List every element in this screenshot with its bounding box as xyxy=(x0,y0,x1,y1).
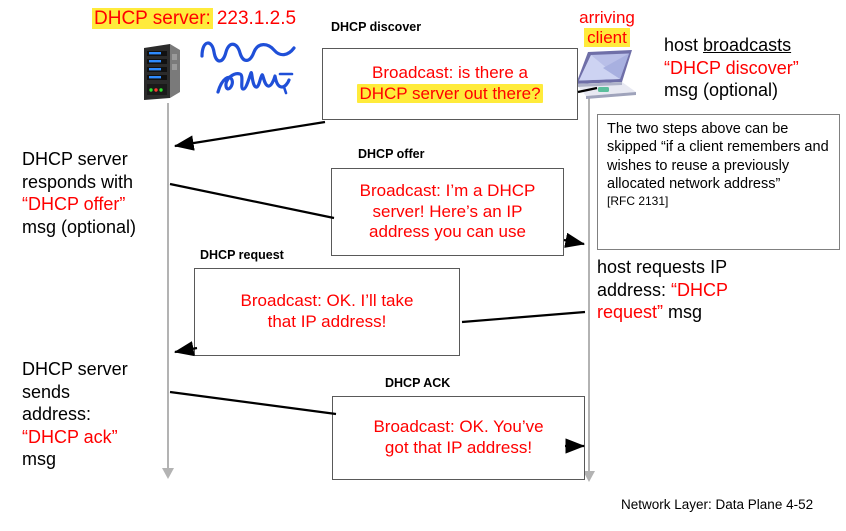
host-note-line1a: host xyxy=(664,35,704,55)
arrow-discover xyxy=(173,120,326,151)
server-tower-icon xyxy=(140,42,186,104)
hostreq-line1: host requests IP xyxy=(597,257,728,277)
message-box-dhcp-discover: Broadcast: is there a DHCP server out th… xyxy=(322,48,578,120)
arriving-client-line1: arriving xyxy=(579,8,635,27)
offer-body-line1: Broadcast: I’m a DHCP xyxy=(359,180,536,200)
message-box-dhcp-ack: Broadcast: OK. You’ve got that IP addres… xyxy=(332,396,585,480)
offer-note-line3: “DHCP offer” xyxy=(22,194,126,214)
arrow-offer-left xyxy=(169,182,335,220)
discover-body-line2: DHCP server out there? xyxy=(357,84,543,103)
label-dhcp-offer: DHCP offer xyxy=(358,147,425,161)
laptop-icon xyxy=(570,48,642,102)
hostreq-line3b: msg xyxy=(663,302,703,322)
arrow-offer-right xyxy=(563,232,586,248)
message-box-dhcp-offer: Broadcast: I’m a DHCP server! Here’s an … xyxy=(331,168,564,256)
request-body-line2: that IP address! xyxy=(267,312,387,331)
dhcp-offer-side-note: DHCP server responds with “DHCP offer” m… xyxy=(22,148,172,238)
offer-body-line3: address you can use xyxy=(369,222,526,242)
host-note-line3: msg (optional) xyxy=(664,80,779,100)
ack-body-line1: Broadcast: OK. You’ve xyxy=(373,417,544,437)
ack-body-line2: got that IP address! xyxy=(384,438,533,457)
server-ip-address: 223.1.2.5 xyxy=(216,8,297,29)
host-note-line2: “DHCP discover” xyxy=(664,57,799,78)
client-timeline-arrowhead xyxy=(583,471,595,482)
rfc-note-box: The two steps above can be skipped “if a… xyxy=(597,114,840,250)
label-dhcp-discover: DHCP discover xyxy=(331,20,422,34)
host-broadcasts-note: host broadcasts “DHCP discover” msg (opt… xyxy=(664,34,844,102)
offer-body-line2: server! Here’s an IP xyxy=(372,201,523,221)
server-title-label: DHCP server: xyxy=(92,8,213,29)
ack-note-line2: sends xyxy=(22,381,71,402)
offer-note-line4: msg (optional) xyxy=(22,216,137,237)
arrow-ack-left xyxy=(169,390,337,416)
discover-body-line1: Broadcast: is there a xyxy=(372,63,528,83)
host-requests-ip-note: host requests IP address: “DHCP request”… xyxy=(597,256,767,324)
ack-note-line3: address: xyxy=(22,404,92,424)
request-body-line1: Broadcast: OK. I’ll take xyxy=(240,291,414,311)
hostreq-line2b: “DHCP xyxy=(671,279,729,300)
hostreq-line3a: request” xyxy=(597,302,664,322)
server-timeline xyxy=(167,103,169,471)
server-title: DHCP server:223.1.2.5 xyxy=(92,8,296,30)
arrow-request-right xyxy=(461,310,586,324)
server-timeline-arrowhead xyxy=(162,468,174,479)
label-dhcp-ack: DHCP ACK xyxy=(385,376,451,390)
label-dhcp-request: DHCP request xyxy=(200,248,284,262)
rfc-note-text: The two steps above can be skipped “if a… xyxy=(607,121,829,193)
message-box-dhcp-request: Broadcast: OK. I’ll take that IP address… xyxy=(194,268,460,356)
ack-note-line1: DHCP server xyxy=(22,359,128,379)
ack-note-line5: msg xyxy=(22,449,57,469)
hostreq-line2a: address: xyxy=(597,279,672,300)
client-timeline xyxy=(588,96,590,474)
dhcp-ack-side-note: DHCP server sends address: “DHCP ack” ms… xyxy=(22,358,172,471)
offer-note-line2: responds with xyxy=(22,171,134,192)
arriving-client-label: arriving client xyxy=(564,8,650,48)
rfc-reference: [RFC 2131] xyxy=(607,193,669,208)
offer-note-line1: DHCP server xyxy=(22,149,128,169)
arriving-client-line2: client xyxy=(584,28,630,48)
subnet-handwriting-annotation: subnet xyxy=(196,30,306,106)
host-note-line1b: broadcasts xyxy=(703,35,792,55)
footer-slide-label: Network Layer: Data Plane 4-52 xyxy=(621,497,814,512)
svg-text:subnet: subnet xyxy=(196,30,200,31)
ack-note-line4: “DHCP ack” xyxy=(22,426,118,447)
